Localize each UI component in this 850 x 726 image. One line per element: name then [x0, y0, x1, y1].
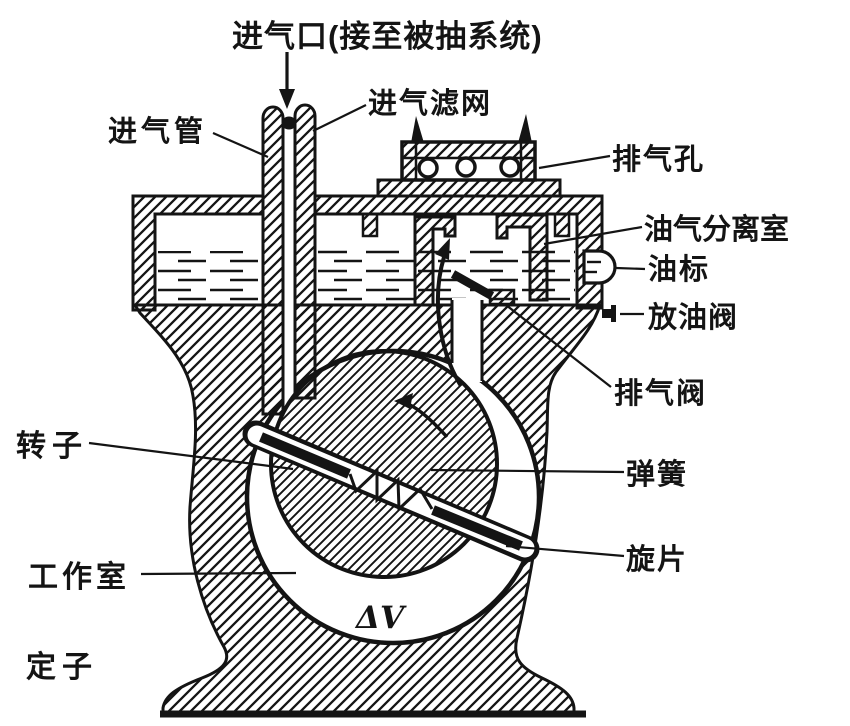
vane-right: [431, 505, 523, 551]
label-delta-v: ΔV: [354, 600, 407, 636]
exhaust-valve-seat: [488, 288, 516, 306]
oil-level-left: [158, 251, 260, 304]
oil-sight-glass: [582, 249, 617, 285]
leader-rotor: [88, 441, 294, 471]
exhaust-cap-post-left: [400, 140, 418, 182]
leader-inlet-pipe: [212, 131, 269, 159]
drain-valve-stem: [602, 309, 612, 318]
label-working-chamber: 工作室: [28, 560, 130, 594]
leader-exhaust-hole: [538, 154, 611, 170]
plate-bracket: [361, 212, 379, 238]
label-rotor: 转子: [16, 430, 88, 463]
vane-left: [259, 432, 351, 479]
label-spring: 弹簧: [626, 457, 688, 491]
drain-valve-knob: [611, 305, 616, 322]
exhaust-flow-spike-right: [518, 114, 532, 143]
leader-exhaust-valve: [505, 304, 612, 388]
label-inlet-port: 进气口(接至被抽系统): [232, 19, 543, 54]
exhaust-flow-spike-left: [411, 116, 424, 143]
exhaust-hole-1: [417, 157, 439, 179]
leader-working-chamber: [140, 571, 297, 576]
separator-baffle-left: [413, 215, 457, 307]
exhaust-hole-3: [499, 156, 521, 178]
leader-oil-gas-separator: [543, 225, 643, 246]
intake-pipe-wall-left: [261, 105, 285, 416]
inlet-arrow-head: [279, 89, 295, 109]
right-wall-inner-tab: [553, 212, 571, 238]
exhaust-cap-post-right: [519, 140, 537, 182]
vane-spring: [348, 467, 434, 513]
rotation-arrow-head: [394, 393, 413, 409]
exhaust-valve-flap: [450, 270, 495, 300]
label-exhaust-valve: 排气阀: [614, 377, 707, 410]
intake-pipe-channel: [283, 114, 295, 406]
label-inlet-filter: 进气滤网: [368, 87, 492, 120]
intake-pipe-wall-right: [293, 103, 317, 400]
label-oil-drain-valve: 放油阀: [647, 301, 738, 334]
exhaust-channel: [452, 298, 482, 382]
gas-flow-arrow-head: [435, 238, 450, 260]
leader-spring: [430, 468, 625, 474]
exhaust-hole-2: [455, 156, 477, 178]
label-inlet-pipe: 进气管: [108, 114, 207, 148]
leader-vane: [505, 544, 625, 558]
leader-oil-gauge: [615, 266, 646, 271]
separator-baffle-right: [495, 213, 549, 302]
label-oil-gas-separator: 油气分离室: [644, 212, 789, 246]
label-vane: 旋片: [626, 543, 688, 576]
label-exhaust-hole: 排气孔: [612, 143, 705, 176]
exhaust-cap-top-band: [400, 140, 537, 160]
gas-flow-arrow-tail: [435, 256, 463, 388]
label-oil-gauge: 油标: [648, 253, 710, 286]
label-stator: 定子: [26, 650, 98, 684]
intake-filter-mesh: [281, 116, 297, 130]
leader-inlet-filter: [312, 104, 367, 132]
exhaust-cap-base-plate: [376, 178, 562, 198]
